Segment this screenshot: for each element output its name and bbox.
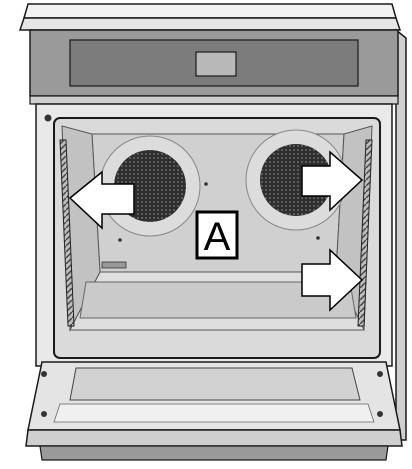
control-panel [30, 30, 398, 104]
display-screen [196, 52, 236, 76]
oven-door [26, 362, 402, 460]
callout-a: A [197, 212, 237, 259]
door-handle [40, 446, 388, 460]
callout-label: A [204, 215, 231, 259]
door-latch-icon [45, 115, 52, 122]
